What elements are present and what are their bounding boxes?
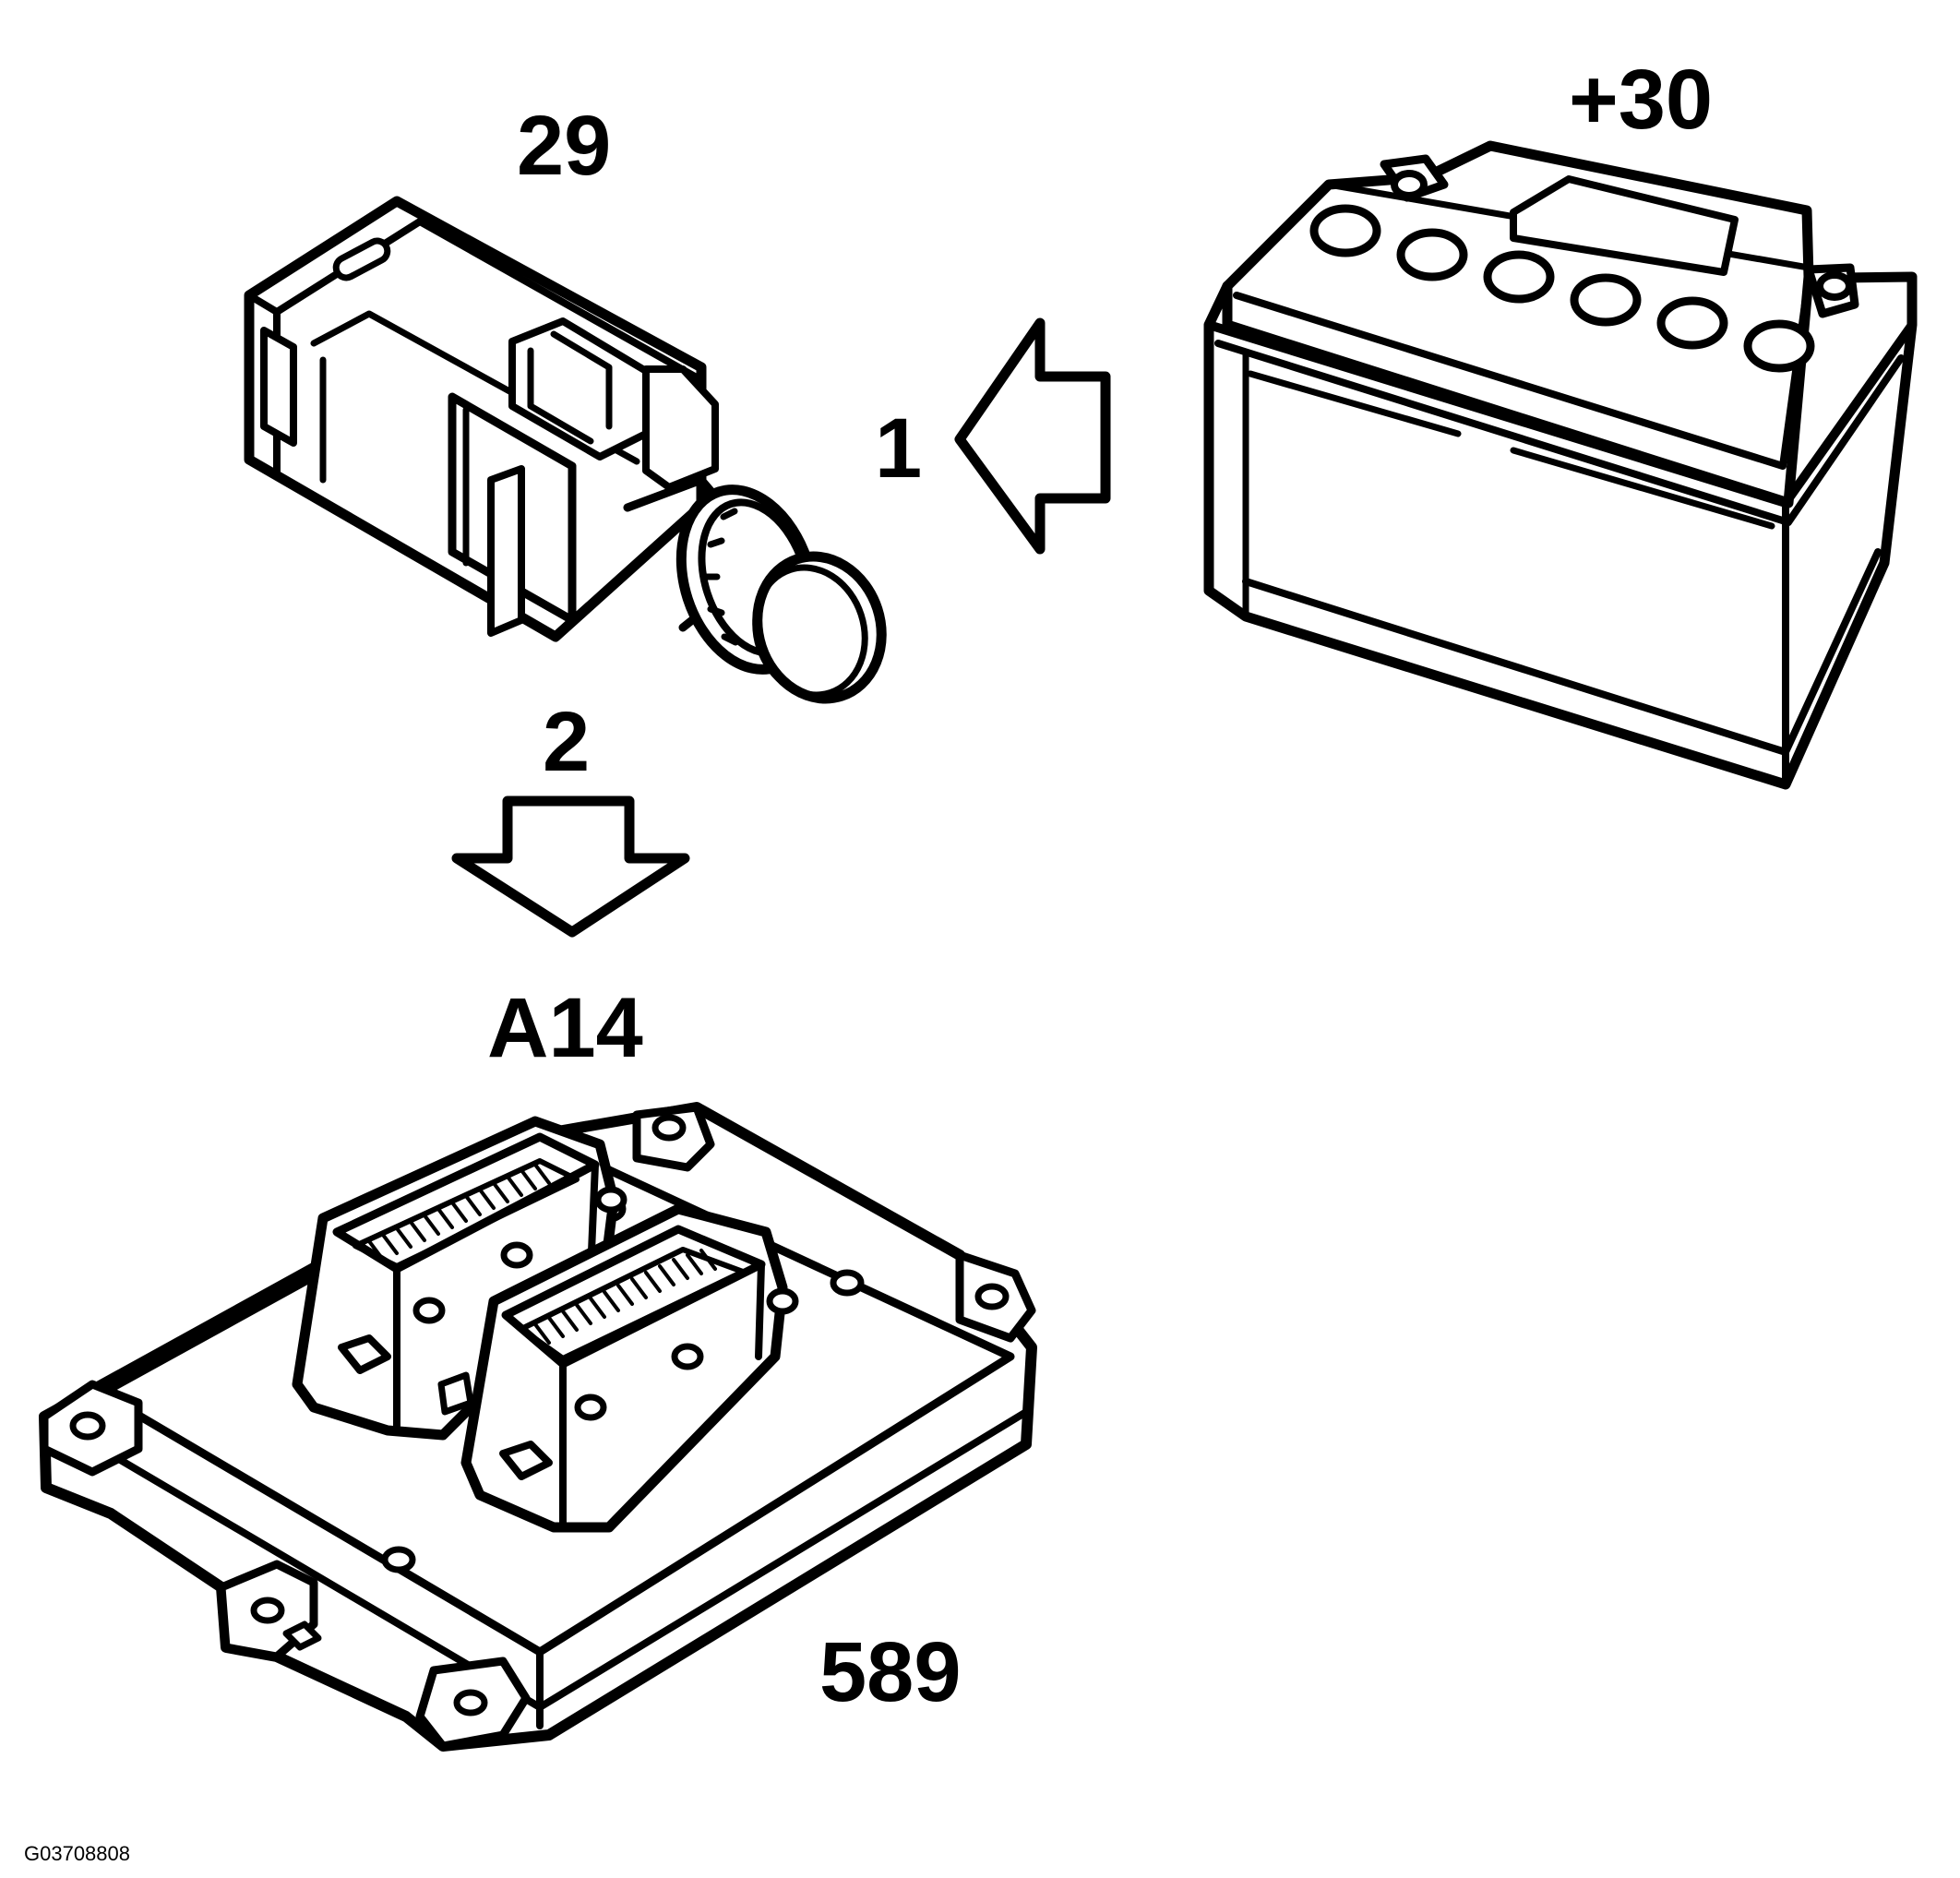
step-1-label: 1	[875, 401, 923, 496]
battery-icon	[1203, 140, 1918, 790]
control-module-icon	[39, 1102, 1037, 1752]
module-connector-2	[437, 1203, 799, 1533]
step-2-label: 2	[543, 695, 591, 789]
module-id-label: A14	[487, 981, 643, 1075]
arrow-left-icon	[954, 317, 1111, 555]
fuse-label: 29	[517, 99, 612, 193]
module-part-label: 589	[819, 1625, 962, 1719]
module-connector-1	[292, 1116, 627, 1441]
battery-label: +30	[1569, 53, 1714, 147]
fuse-icon	[244, 196, 887, 704]
battery-cell-caps	[1309, 204, 1815, 373]
arrow-down-icon	[451, 795, 690, 938]
figure-code: G03708808	[24, 1842, 130, 1865]
